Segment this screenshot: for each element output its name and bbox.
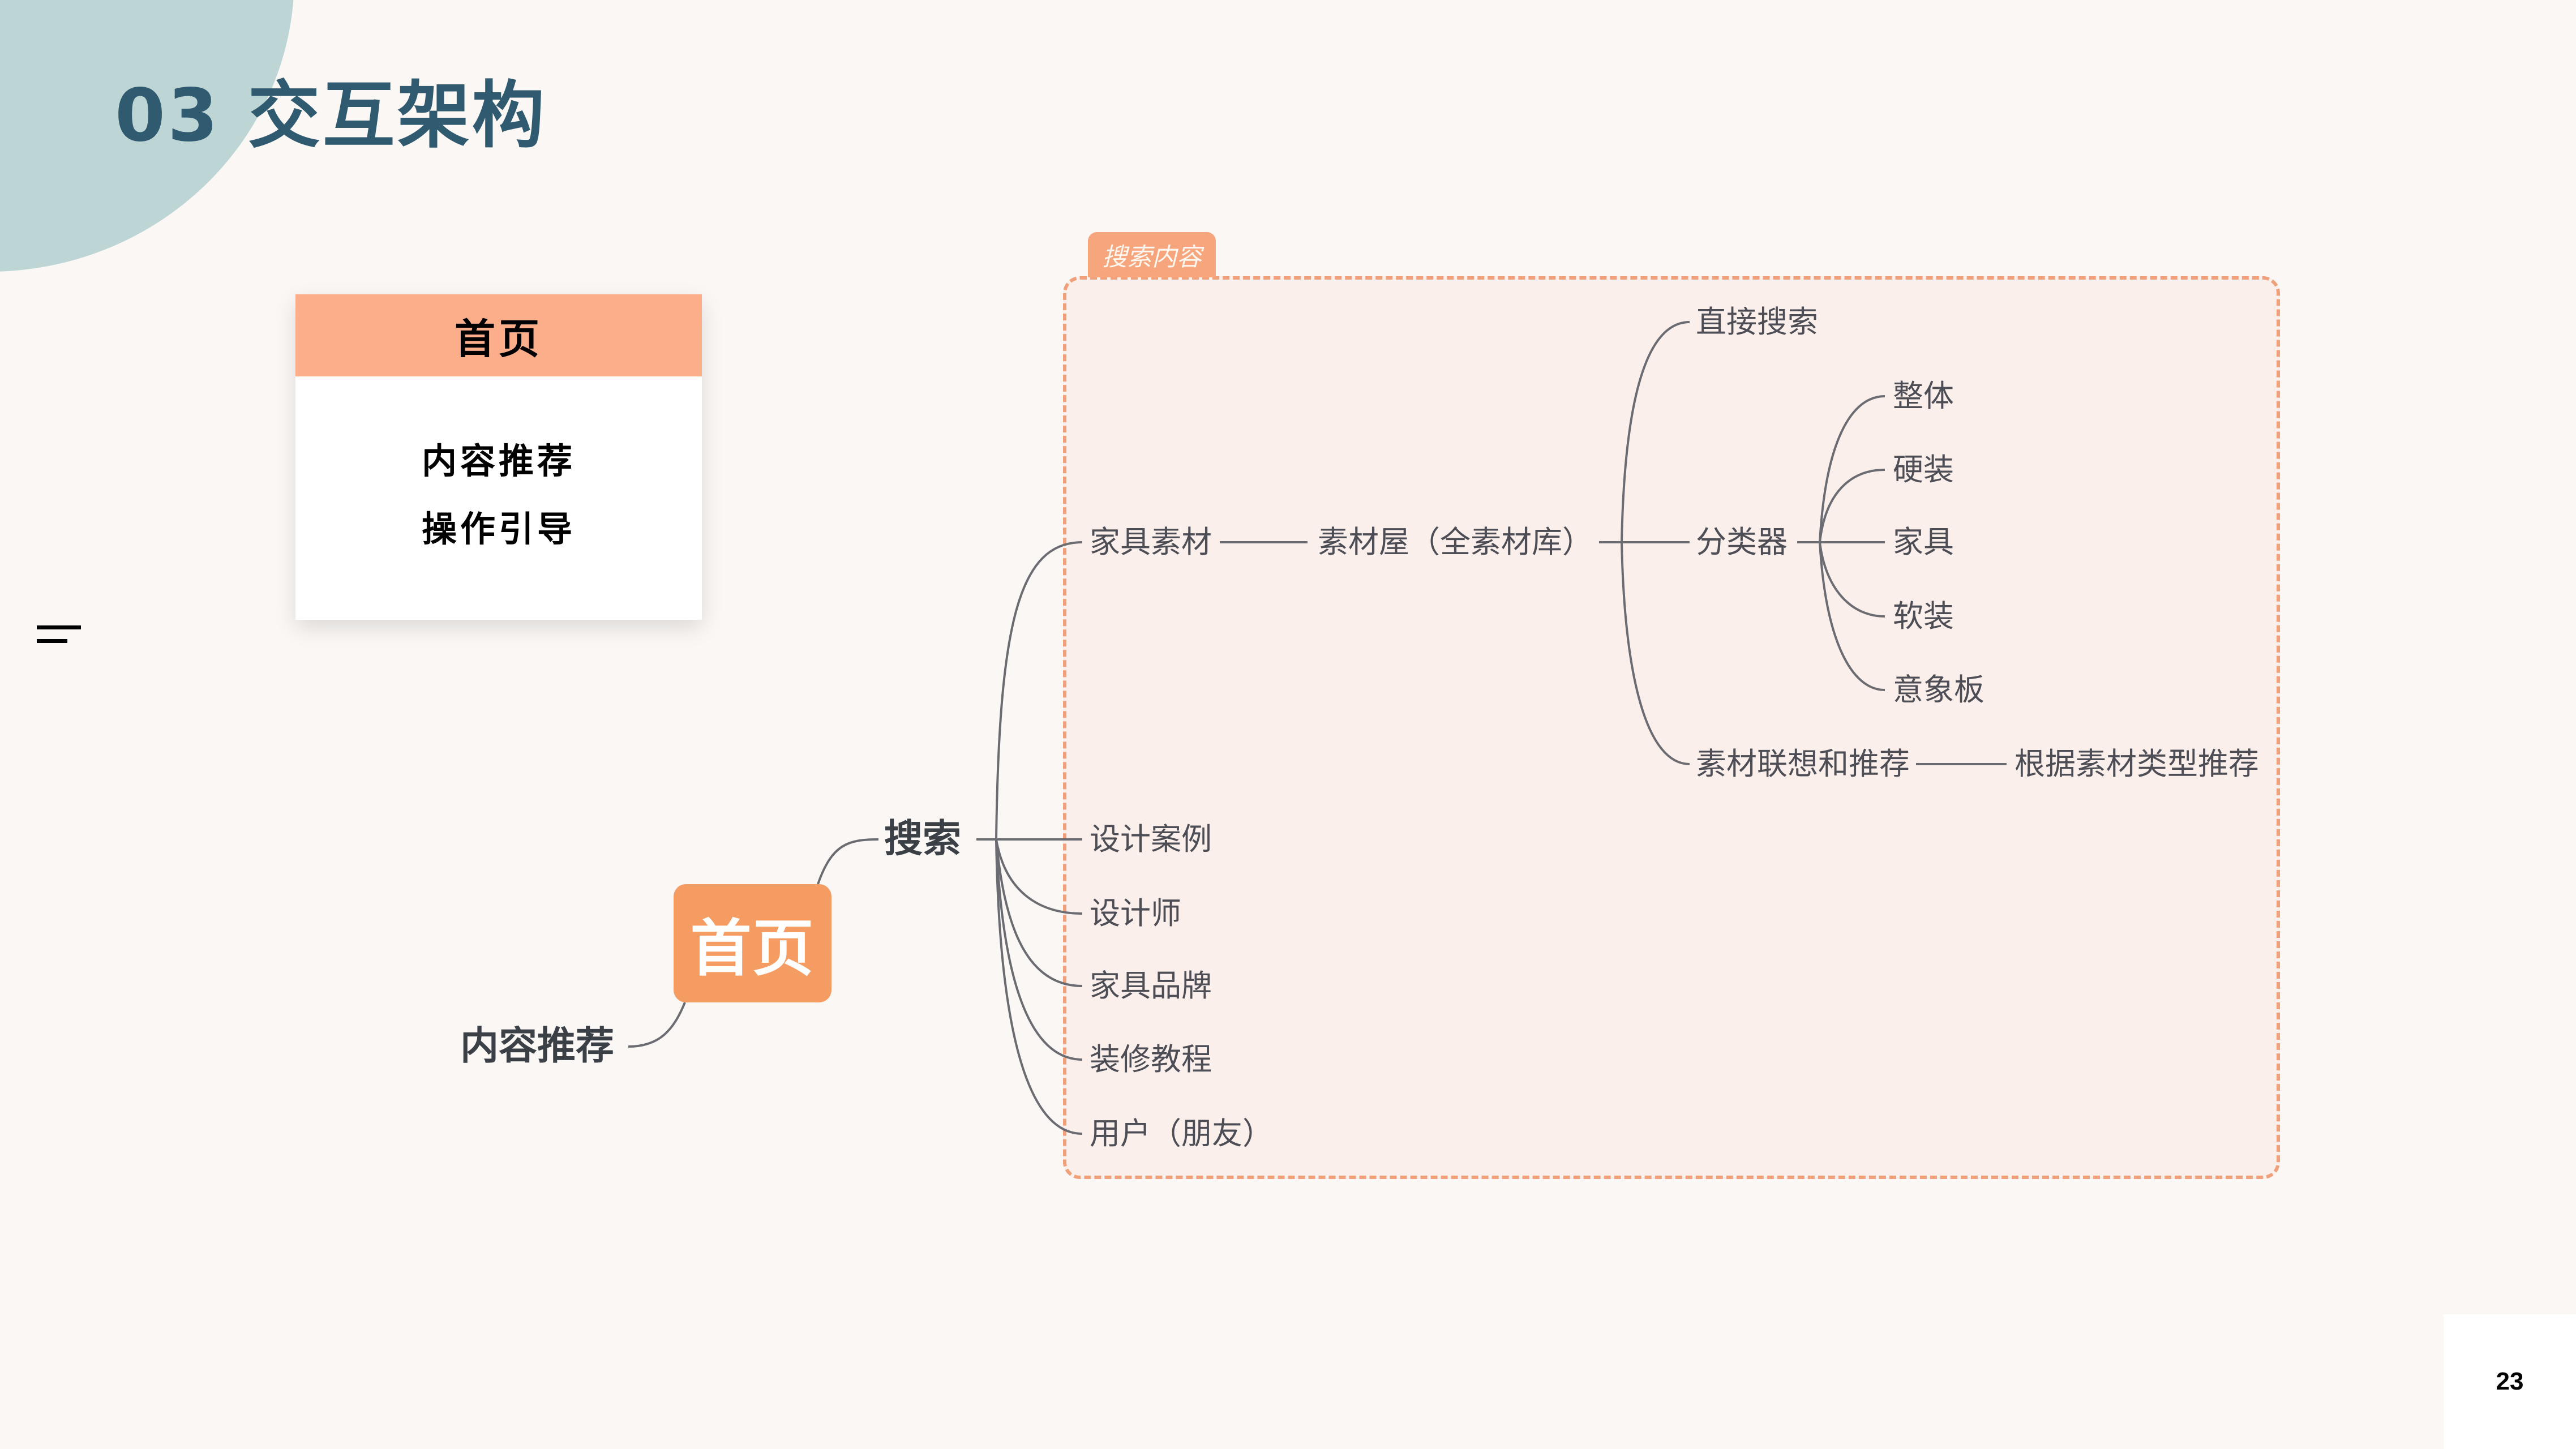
- card-header: 首页: [295, 294, 702, 376]
- node-mood-board[interactable]: 意象板: [1893, 672, 1984, 708]
- node-renovation-tutorials[interactable]: 装修教程: [1090, 1041, 1212, 1077]
- page-number-box: 23: [2444, 1314, 2576, 1449]
- node-recommend-by-type[interactable]: 根据素材类型推荐: [2014, 746, 2259, 782]
- root-node-homepage[interactable]: 首页: [674, 884, 831, 1002]
- node-material-house[interactable]: 素材屋（全素材库）: [1318, 524, 1593, 560]
- node-design-cases[interactable]: 设计案例: [1090, 821, 1212, 857]
- page-number: 23: [2496, 1367, 2524, 1395]
- node-users-friends[interactable]: 用户（朋友）: [1090, 1116, 1273, 1151]
- card-body: 内容推荐 操作引导: [295, 376, 702, 563]
- card-line-content-recommend: 内容推荐: [421, 440, 576, 482]
- node-furniture-brands[interactable]: 家具品牌: [1090, 968, 1212, 1004]
- homepage-card: 首页 内容推荐 操作引导: [295, 294, 702, 620]
- page-title: 03 交互架构: [115, 74, 547, 158]
- node-material-association[interactable]: 素材联想和推荐: [1696, 746, 1910, 782]
- node-soft-decoration[interactable]: 软装: [1893, 598, 1954, 634]
- menu-lines-icon[interactable]: [37, 625, 82, 648]
- node-whole[interactable]: 整体: [1893, 378, 1954, 414]
- node-furniture-material[interactable]: 家具素材: [1090, 524, 1212, 560]
- node-furniture[interactable]: 家具: [1893, 524, 1954, 560]
- card-line-operation-guide: 操作引导: [421, 508, 576, 550]
- search-content-tag: 搜索内容: [1088, 232, 1216, 277]
- node-direct-search[interactable]: 直接搜索: [1696, 304, 1818, 340]
- node-content-recommend[interactable]: 内容推荐: [460, 1024, 615, 1069]
- node-classifier[interactable]: 分类器: [1696, 524, 1788, 560]
- node-search[interactable]: 搜索: [884, 817, 962, 861]
- node-hard-decoration[interactable]: 硬装: [1893, 452, 1954, 487]
- search-content-frame: [1063, 276, 2280, 1179]
- node-designers[interactable]: 设计师: [1090, 895, 1181, 931]
